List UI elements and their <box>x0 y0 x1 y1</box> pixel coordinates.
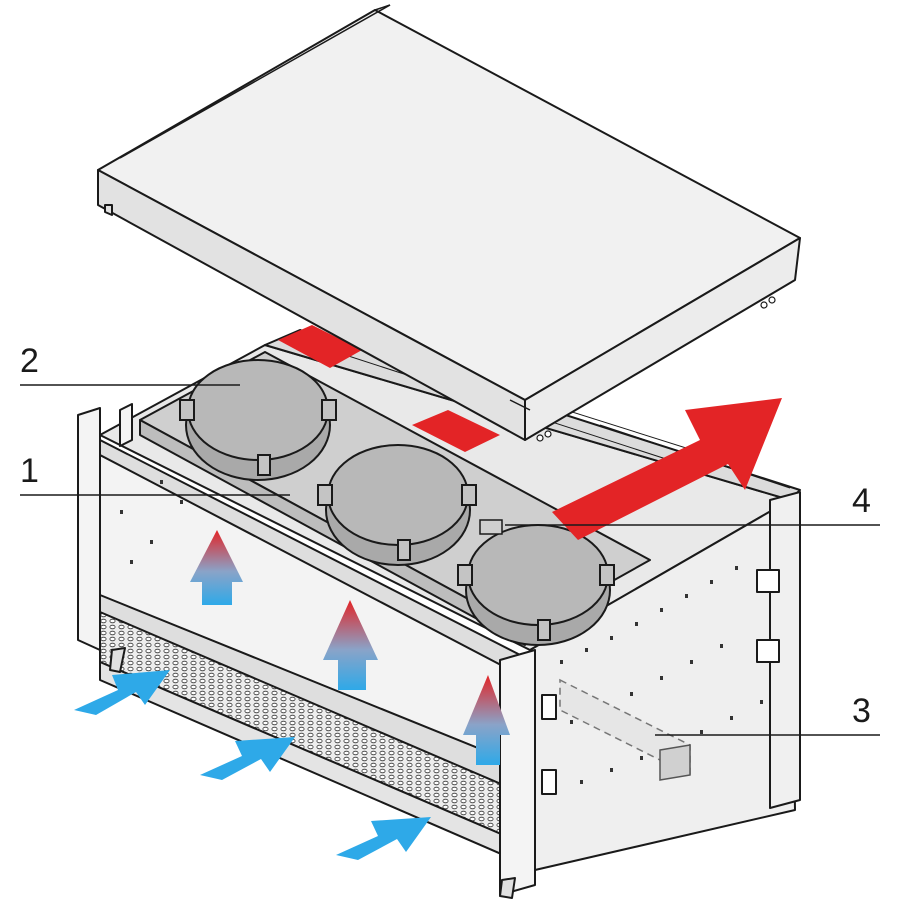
cold-air-intake-arrow-3 <box>336 817 431 860</box>
internal-airflow-arrow-3 <box>463 675 510 765</box>
callout-label-1: 1 <box>20 452 39 490</box>
left-front-flange <box>77 407 101 651</box>
exhaust-marker-2 <box>412 410 500 452</box>
fan-1 <box>179 359 337 481</box>
top-cover <box>97 4 801 442</box>
cold-air-intake-arrow-2 <box>200 737 295 780</box>
fan-2 <box>317 444 477 566</box>
cold-air-intake-arrow-1 <box>74 670 170 715</box>
callout-label-3: 3 <box>852 692 871 730</box>
dust-filter-drawer <box>559 678 691 781</box>
callout-lines <box>20 384 880 736</box>
callout-label-2: 2 <box>20 342 39 380</box>
callout-label-4: 4 <box>852 482 871 520</box>
fan-3 <box>457 524 615 646</box>
hot-air-exhaust-arrow <box>552 398 782 540</box>
internal-airflow-arrow-1 <box>190 530 243 605</box>
internal-airflow-arrow-2 <box>323 600 378 690</box>
fan-connector <box>479 519 503 535</box>
right-front-flange <box>499 649 536 896</box>
exhaust-marker-1 <box>278 325 362 368</box>
